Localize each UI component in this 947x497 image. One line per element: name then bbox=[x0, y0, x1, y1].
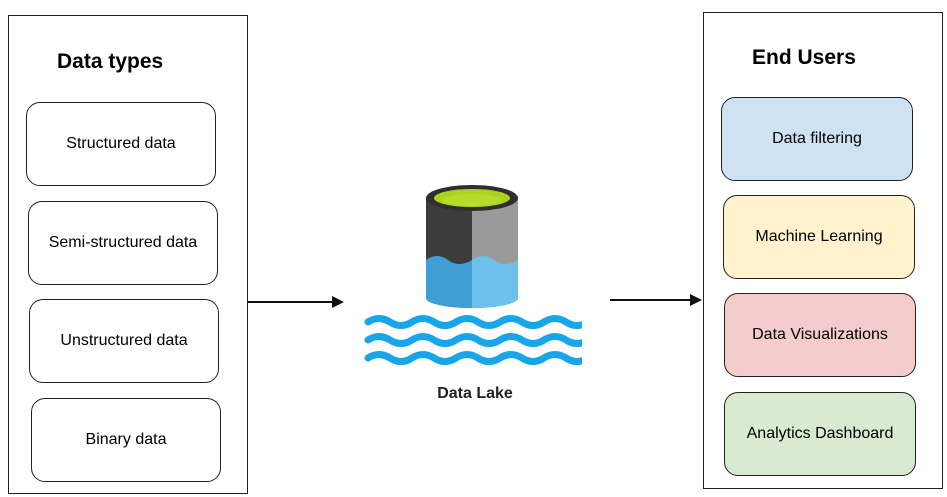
data-types-panel: Data types Structured data Semi-structur… bbox=[8, 15, 248, 494]
machine-learning-box: Machine Learning bbox=[723, 195, 915, 279]
structured-data-box: Structured data bbox=[26, 102, 216, 186]
arrow-to-lake bbox=[248, 296, 344, 308]
data-visualizations-box: Data Visualizations bbox=[724, 293, 916, 377]
end-users-title: End Users bbox=[752, 46, 856, 69]
end-users-panel: End Users Data filtering Machine Learnin… bbox=[703, 12, 943, 489]
arrow-to-end-users bbox=[610, 294, 702, 306]
data-types-title: Data types bbox=[57, 50, 164, 73]
data-lake-icon bbox=[364, 185, 582, 365]
data-filtering-box: Data filtering bbox=[721, 97, 913, 181]
data-lake-label: Data Lake bbox=[437, 385, 513, 402]
semi-structured-data-box: Semi-structured data bbox=[28, 201, 218, 285]
analytics-dashboard-box: Analytics Dashboard bbox=[724, 392, 916, 476]
unstructured-data-box: Unstructured data bbox=[29, 299, 219, 383]
binary-data-box: Binary data bbox=[31, 398, 221, 482]
